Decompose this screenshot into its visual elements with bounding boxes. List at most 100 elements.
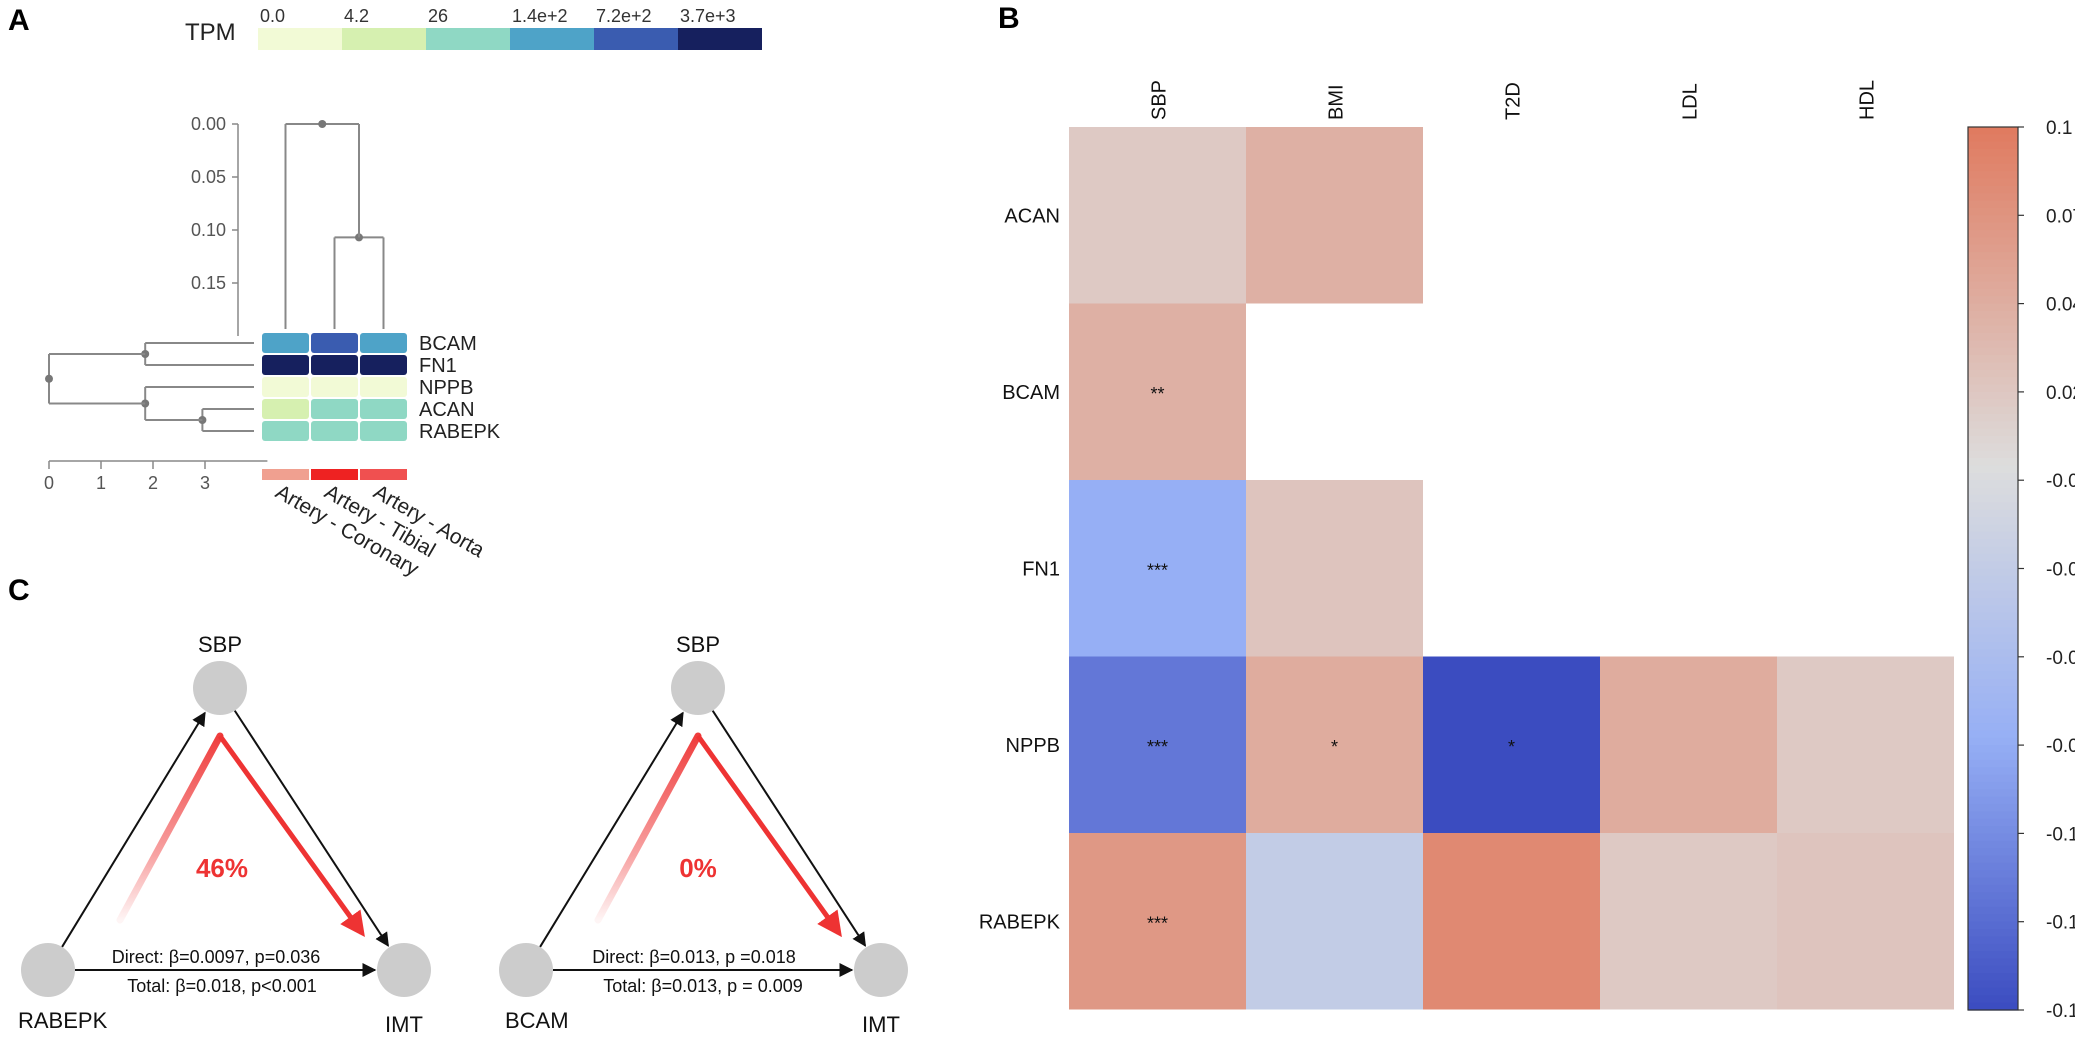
colorbar-band-77 bbox=[1968, 693, 2018, 702]
colorbar-band-70 bbox=[1968, 642, 2018, 651]
colorbar-band-12 bbox=[1968, 215, 2018, 224]
gene-label-acan: ACAN bbox=[419, 399, 475, 421]
colorbar-label-4: -0.01 bbox=[2046, 471, 2075, 492]
colorbar-band-76 bbox=[1968, 686, 2018, 695]
colorbar-band-94 bbox=[1968, 818, 2018, 827]
colorbar-band-86 bbox=[1968, 759, 2018, 768]
colorbar-band-40 bbox=[1968, 421, 2018, 430]
colorbar-band-111 bbox=[1968, 943, 2018, 952]
outcome-label: IMT bbox=[385, 1012, 423, 1032]
colorbar-band-20 bbox=[1968, 274, 2018, 283]
mediator-node bbox=[671, 661, 725, 715]
colorbar-band-98 bbox=[1968, 848, 2018, 857]
colorbar-band-51 bbox=[1968, 502, 2018, 511]
corr-cell-rabepk-bmi bbox=[1246, 833, 1423, 1010]
row-dendro-label-1: 1 bbox=[96, 473, 106, 493]
colorbar-band-33 bbox=[1968, 369, 2018, 378]
colorbar-band-95 bbox=[1968, 826, 2018, 834]
tpm-swatch-4 bbox=[594, 28, 678, 50]
colorbar-band-42 bbox=[1968, 436, 2018, 445]
tpm-swatch-1 bbox=[342, 28, 426, 50]
direct-effect-label: Direct: β=0.0097, p=0.036 bbox=[112, 947, 321, 967]
tissue-color-bar bbox=[262, 469, 407, 480]
arrow-exposure-to-mediator bbox=[61, 711, 206, 948]
expr-cell-acan-0 bbox=[262, 399, 309, 419]
corr-cell-nppb-sbp bbox=[1069, 656, 1246, 833]
colorbar-band-105 bbox=[1968, 899, 2018, 908]
colorbar-band-61 bbox=[1968, 575, 2018, 584]
colorbar-band-88 bbox=[1968, 774, 2018, 783]
colorbar-band-85 bbox=[1968, 752, 2018, 761]
colorbar-band-63 bbox=[1968, 590, 2018, 599]
colorbar-band-93 bbox=[1968, 811, 2018, 820]
colorbar-band-56 bbox=[1968, 539, 2018, 548]
colorbar-label-8: -0.11 bbox=[2046, 824, 2075, 845]
colorbar-band-9 bbox=[1968, 193, 2018, 202]
correlation-colorbar: 0.10.070.040.02-0.01-0.03-0.06-0.09-0.11… bbox=[1967, 118, 2075, 1022]
colorbar-label-5: -0.03 bbox=[2046, 560, 2075, 581]
colorbar-band-23 bbox=[1968, 296, 2018, 305]
corr-cell-acan-bmi bbox=[1246, 127, 1423, 304]
colorbar-band-72 bbox=[1968, 656, 2018, 665]
mediator-label: SBP bbox=[198, 632, 242, 657]
corr-star-nppb-bmi: * bbox=[1331, 737, 1338, 757]
trait-label-hdl: HDL bbox=[1857, 80, 1879, 120]
trait-label-t2d: T2D bbox=[1503, 82, 1525, 120]
colorbar-band-24 bbox=[1968, 303, 2018, 312]
colorbar-band-31 bbox=[1968, 355, 2018, 364]
column-dendrogram: 0.000.050.100.15 bbox=[191, 114, 385, 336]
colorbar-band-97 bbox=[1968, 840, 2018, 849]
colorbar-band-54 bbox=[1968, 524, 2018, 533]
significance-labels: ************* bbox=[1147, 384, 1515, 934]
colorbar-band-29 bbox=[1968, 340, 2018, 349]
expr-cell-bcam-0 bbox=[262, 333, 309, 353]
colorbar-band-58 bbox=[1968, 553, 2018, 562]
tpm-legend-title: TPM bbox=[185, 19, 236, 46]
colorbar-band-32 bbox=[1968, 362, 2018, 371]
colorbar-band-84 bbox=[1968, 745, 2018, 754]
colorbar-band-39 bbox=[1968, 413, 2018, 422]
colorbar-band-99 bbox=[1968, 855, 2018, 864]
colorbar-band-112 bbox=[1968, 951, 2018, 960]
colorbar-label-10: -0.16 bbox=[2046, 1001, 2075, 1022]
colorbar-band-103 bbox=[1968, 884, 2018, 893]
corr-cell-fn1-bmi bbox=[1246, 480, 1423, 657]
colorbar-band-104 bbox=[1968, 892, 2018, 901]
total-effect-label: Total: β=0.013, p = 0.009 bbox=[603, 976, 803, 996]
colorbar-band-5 bbox=[1968, 163, 2018, 172]
colorbar-band-10 bbox=[1968, 200, 2018, 209]
colorbar-band-78 bbox=[1968, 700, 2018, 709]
tpm-tick-4: 7.2e+2 bbox=[596, 6, 652, 26]
trait-label-bmi: BMI bbox=[1326, 84, 1348, 120]
gene-label-rabepk: RABEPK bbox=[419, 421, 501, 443]
expr-cell-acan-2 bbox=[360, 399, 407, 419]
row-dendro-label-3: 3 bbox=[200, 473, 210, 493]
colorbar-band-115 bbox=[1968, 973, 2018, 982]
expr-cell-acan-1 bbox=[311, 399, 358, 419]
corr-star-fn1-sbp: *** bbox=[1147, 560, 1168, 580]
colorbar-band-16 bbox=[1968, 244, 2018, 253]
corr-cell-bcam-sbp bbox=[1069, 303, 1246, 480]
direct-effect-label: Direct: β=0.013, p =0.018 bbox=[592, 947, 795, 967]
colorbar-band-43 bbox=[1968, 443, 2018, 452]
col-dendro-label-0: 0.00 bbox=[191, 114, 226, 134]
colorbar-band-50 bbox=[1968, 494, 2018, 503]
colorbar-band-68 bbox=[1968, 627, 2018, 636]
expression-cells bbox=[262, 333, 407, 441]
mediation-path-out bbox=[217, 734, 365, 938]
tissue-bar-0 bbox=[262, 469, 309, 480]
colorbar-label-9: -0.14 bbox=[2046, 913, 2075, 934]
mediator-label: SBP bbox=[676, 632, 720, 657]
colorbar-band-49 bbox=[1968, 487, 2018, 496]
colorbar-band-74 bbox=[1968, 671, 2018, 680]
corr-cell-nppb-bmi bbox=[1246, 656, 1423, 833]
panel-label-c: C bbox=[8, 574, 30, 607]
colorbar-band-1 bbox=[1968, 134, 2018, 143]
colorbar-label-7: -0.09 bbox=[2046, 736, 2075, 757]
